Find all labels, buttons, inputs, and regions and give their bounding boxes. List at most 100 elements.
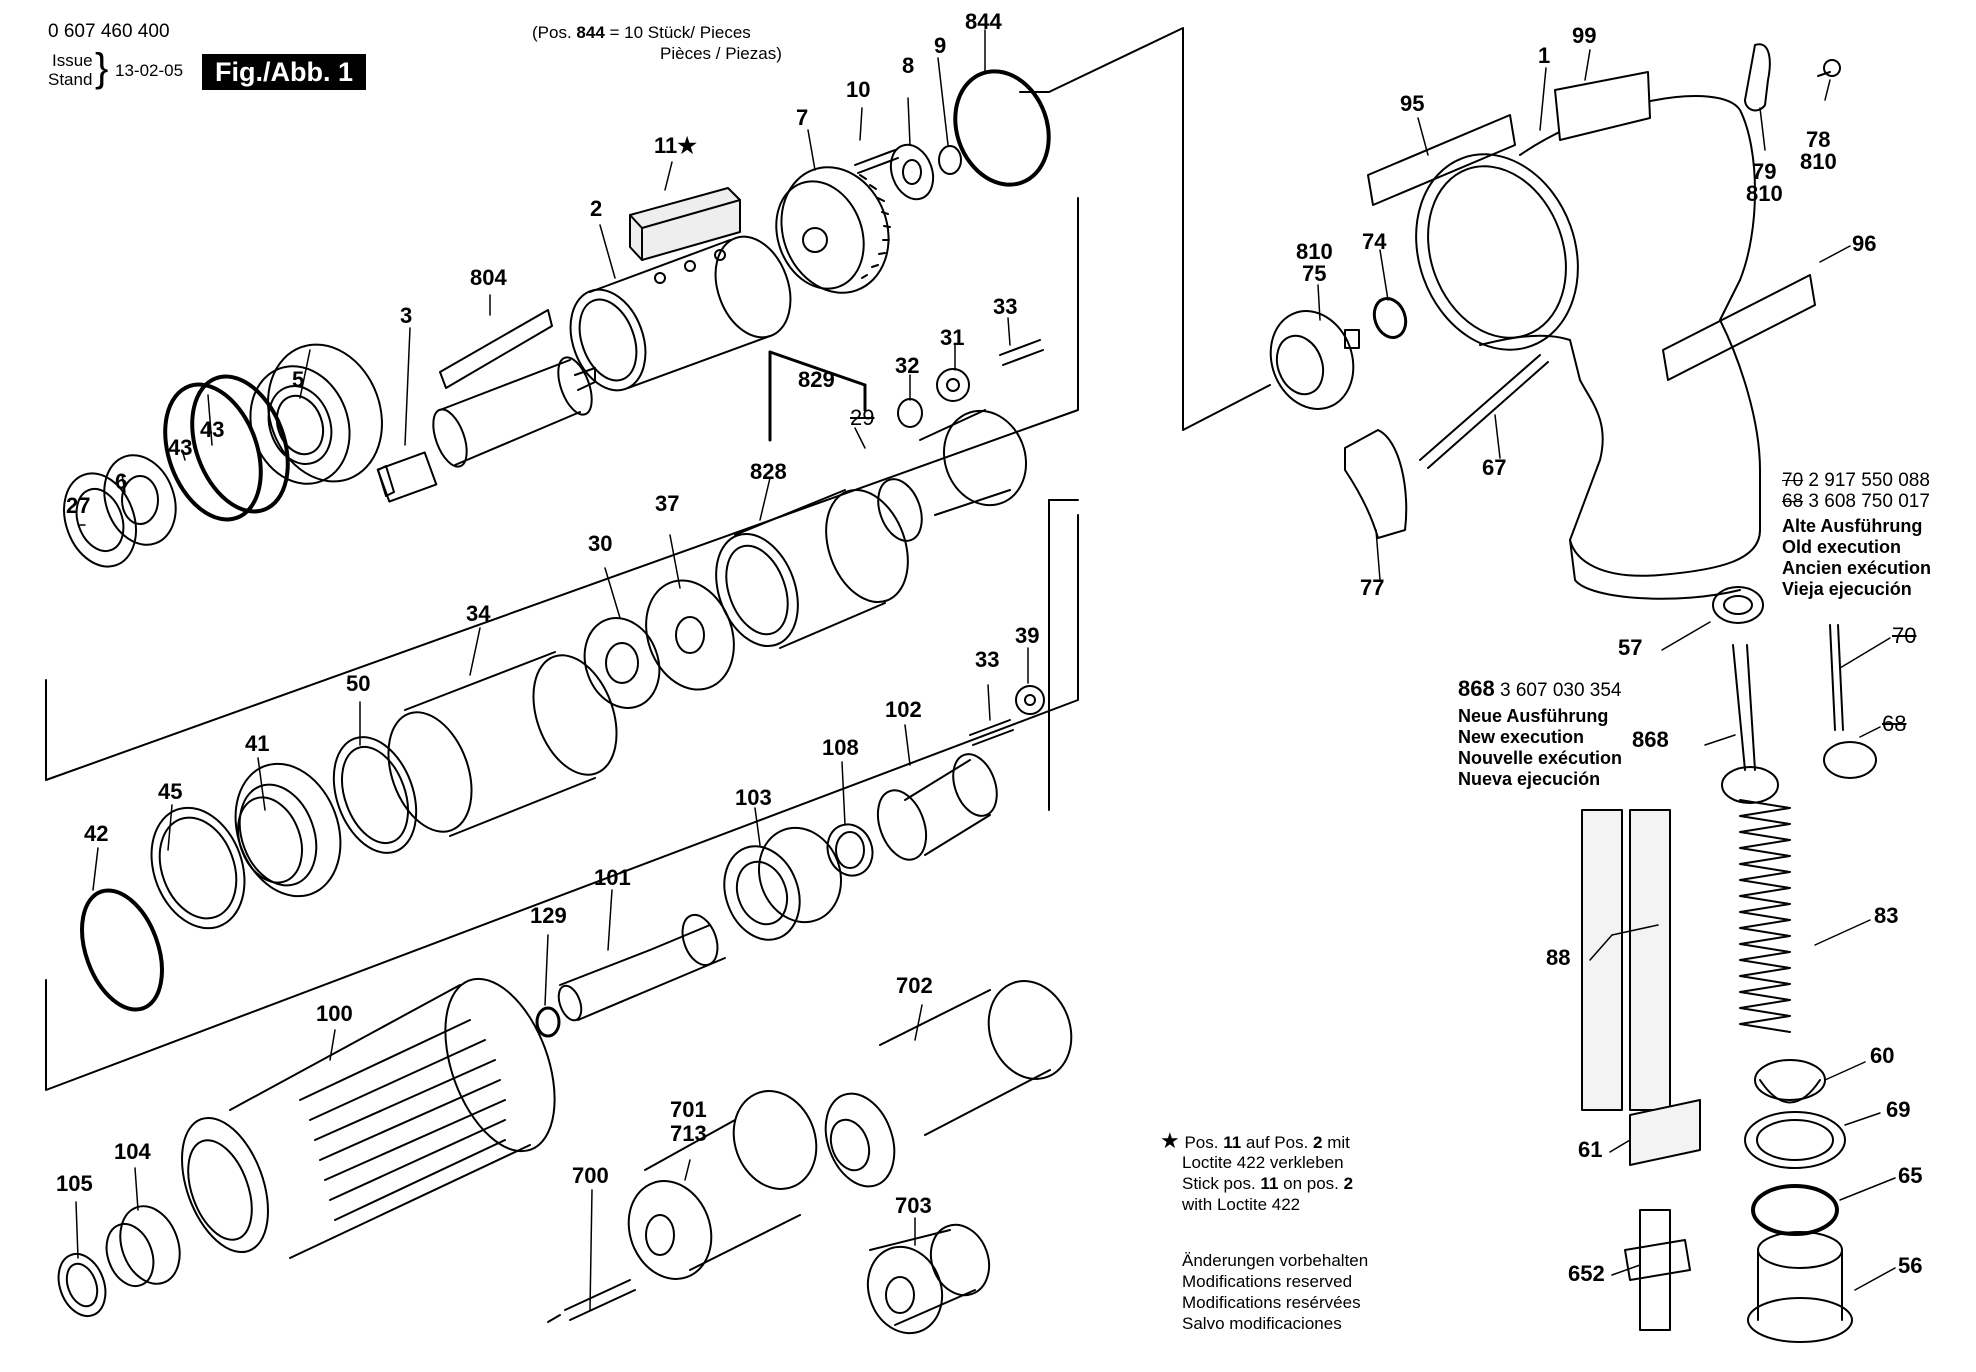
- part-bearing-8: [889, 143, 935, 201]
- callout-56: 56: [1898, 1253, 1923, 1278]
- part-reverse-valve-75: [1269, 310, 1360, 410]
- part-carrier-828: [877, 409, 1028, 542]
- part-oring-9: [938, 145, 962, 175]
- part-washer-69: [1744, 1111, 1846, 1169]
- part-gear-31: [936, 368, 970, 402]
- callout-810-c: 810: [1296, 239, 1333, 264]
- part-oring-65: [1751, 1184, 1839, 1236]
- callout-829: 829: [798, 367, 835, 392]
- callout-7: 7: [796, 105, 809, 130]
- callout-95: 95: [1400, 91, 1425, 116]
- new-execution-es: Nueva ejecución: [1458, 769, 1601, 789]
- callout-701: 701: [670, 1097, 707, 1122]
- modifications-de: Änderungen vorbehalten: [1182, 1251, 1369, 1270]
- callout-75: 75: [1302, 261, 1327, 286]
- callout-9: 9: [934, 33, 947, 58]
- part-trigger-77: [1344, 429, 1408, 539]
- pos-note: (Pos. 844 = 10 Stück/ Pieces: [532, 23, 751, 42]
- modifications-en: Modifications reserved: [1182, 1272, 1353, 1291]
- part-pin-10: [854, 149, 899, 174]
- part-clutch-102: [876, 753, 998, 861]
- callout-33-b: 33: [975, 647, 1000, 672]
- part-lever-79: [1744, 43, 1771, 112]
- part-ring-108: [826, 823, 874, 877]
- part-sleeve-34: [387, 651, 618, 837]
- part-screen-60: [1754, 1059, 1826, 1104]
- part-washer-37: [645, 579, 735, 691]
- new-execution-fr: Nouvelle exécution: [1458, 748, 1623, 768]
- callout-105: 105: [56, 1171, 93, 1196]
- callout-3: 3: [400, 303, 413, 328]
- callout-57: 57: [1618, 635, 1643, 660]
- callout-41: 41: [245, 731, 270, 756]
- callout-108: 108: [822, 735, 859, 760]
- callout-96: 96: [1852, 231, 1877, 256]
- issue-label: Issue: [52, 51, 93, 70]
- callout-39: 39: [1015, 623, 1040, 648]
- callout-31: 31: [940, 325, 965, 350]
- callout-10: 10: [846, 77, 871, 102]
- part-planet-carrier-829: [768, 350, 867, 442]
- issue-brace: }: [95, 46, 109, 90]
- new-execution-de: Neue Ausführung: [1458, 706, 1609, 726]
- part-housing-1: [1415, 95, 1761, 600]
- callout-78: 78: [1806, 127, 1831, 152]
- part-bushing-41: [234, 762, 342, 898]
- modifications-fr: Modifications resérvées: [1182, 1293, 1361, 1312]
- old-execution-en: Old execution: [1782, 537, 1902, 557]
- callout-43-a: 43: [200, 417, 225, 442]
- callout-50: 50: [346, 671, 371, 696]
- callout-99: 99: [1572, 23, 1597, 48]
- callout-804: 804: [470, 265, 507, 290]
- callout-702: 702: [896, 973, 933, 998]
- loctite-note-line2: Loctite 422 verkleben: [1182, 1153, 1344, 1172]
- part-ring-129: [535, 1006, 561, 1038]
- callout-102: 102: [885, 697, 922, 722]
- old-execution-part-70: 70 2 917 550 088: [1782, 470, 1930, 491]
- callout-844: 844: [965, 9, 1002, 34]
- part-label-95: [1367, 114, 1516, 206]
- callout-34: 34: [466, 601, 491, 626]
- callout-69: 69: [1886, 1097, 1911, 1122]
- old-execution-part-68: 68 3 608 750 017: [1782, 491, 1930, 512]
- callout-70: 70: [1892, 623, 1917, 648]
- part-washer-30: [583, 617, 661, 709]
- part-gear-plate-7: [775, 166, 891, 294]
- callout-868: 868: [1632, 727, 1669, 752]
- loctite-note-line1: ★ Pos. 11 auf Pos. 2 mit: [1160, 1128, 1350, 1153]
- callout-83: 83: [1874, 903, 1899, 928]
- callout-61: 61: [1578, 1137, 1603, 1162]
- part-sleeve-104: [105, 1205, 181, 1287]
- part-oring-42: [80, 888, 164, 1012]
- callout-65: 65: [1898, 1163, 1923, 1188]
- figure-label: Fig./Abb. 1: [202, 54, 366, 90]
- callout-810-b: 810: [1800, 149, 1837, 174]
- star-icon: ★: [1160, 1128, 1180, 1153]
- part-inlet-56: [1747, 1231, 1853, 1343]
- callout-67: 67: [1482, 455, 1507, 480]
- callout-101: 101: [594, 865, 631, 890]
- part-sleeve-103: [723, 826, 843, 941]
- callout-103: 103: [735, 785, 772, 810]
- callout-30: 30: [588, 531, 613, 556]
- part-seal-57: [1712, 586, 1764, 624]
- part-housing-100: [181, 977, 556, 1259]
- leader-lines: [75, 29, 1896, 1311]
- part-spindle-101: [557, 913, 726, 1022]
- callout-700: 700: [572, 1163, 609, 1188]
- callout-32: 32: [895, 353, 920, 378]
- loctite-note-line3: Stick pos. 11 on pos. 2: [1182, 1174, 1354, 1193]
- stand-label: Stand: [48, 70, 93, 89]
- loctite-note-line4: with Loctite 422: [1182, 1195, 1301, 1214]
- part-washer-27: [63, 472, 137, 568]
- part-label-96: [1662, 274, 1816, 381]
- callout-6: 6: [115, 469, 128, 494]
- part-valve-70: [1823, 624, 1877, 779]
- callout-810-a: 810: [1746, 181, 1783, 206]
- callout-74: 74: [1362, 229, 1387, 254]
- part-label-99: [1554, 71, 1651, 141]
- part-bearing-6: [103, 454, 177, 546]
- assembly-frame-lines: [45, 27, 1271, 1091]
